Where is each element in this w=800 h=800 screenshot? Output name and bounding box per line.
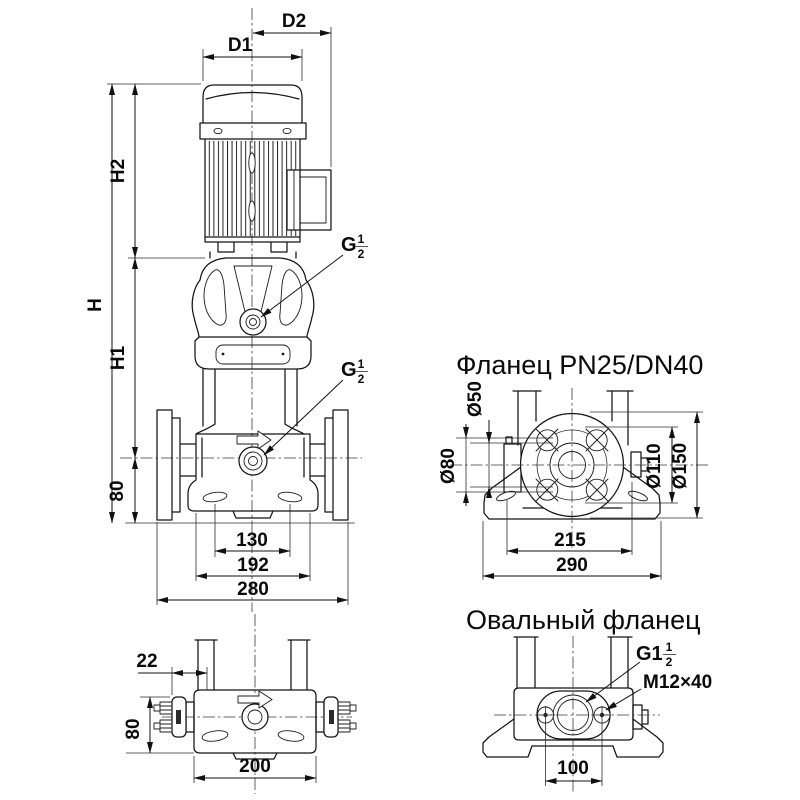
thread-fraction-den: 2 bbox=[358, 372, 365, 386]
foot-slot bbox=[201, 730, 229, 742]
dim-label-280: 280 bbox=[237, 579, 269, 600]
column-silhouette-bottom bbox=[194, 639, 311, 691]
vent-slot bbox=[248, 152, 256, 174]
drain-port-bottom-inner bbox=[247, 709, 263, 725]
dim-label-d110: Ø110 bbox=[644, 443, 665, 488]
hex-nuts-right bbox=[337, 701, 357, 733]
gauge-port-plug-core bbox=[249, 318, 257, 326]
dim-label-22: 22 bbox=[136, 651, 157, 672]
dim-label-d50: Ø50 bbox=[465, 381, 486, 417]
dim-label-200: 200 bbox=[239, 756, 271, 777]
stage-column bbox=[202, 368, 298, 427]
base-block-oval bbox=[513, 687, 634, 741]
hex-nuts-left bbox=[153, 701, 173, 733]
oval-flange-left-slot bbox=[176, 710, 181, 724]
dim-label-100: 100 bbox=[557, 758, 589, 779]
dim-label-80-bottom: 80 bbox=[123, 718, 144, 739]
drain-boss-side bbox=[632, 704, 649, 730]
nameplate-rivet bbox=[281, 352, 285, 356]
thread-label-g-half-top: G 1 2 bbox=[341, 232, 368, 261]
bolt-hole-crosses bbox=[535, 428, 609, 502]
pump-head-outline bbox=[191, 257, 315, 370]
leader-line-bolt bbox=[605, 688, 642, 711]
dim-label-215: 215 bbox=[554, 530, 586, 551]
foot-slot bbox=[277, 491, 303, 503]
dim-label-192: 192 bbox=[237, 555, 269, 576]
oval-flange-view: Овальный фланец G1 1 2 M12×40 100 bbox=[466, 605, 712, 794]
dim-label-h1: H1 bbox=[108, 345, 129, 370]
base-outline bbox=[187, 423, 319, 519]
leader-line-drain-port bbox=[263, 379, 344, 456]
dim-label-d80: Ø80 bbox=[438, 448, 459, 484]
bolt-label-m12: M12×40 bbox=[643, 672, 712, 693]
thread-fraction-den: 2 bbox=[358, 247, 365, 261]
view-title-oval: Овальный фланец bbox=[466, 605, 701, 635]
thread-label-g1-half: G1 1 2 bbox=[636, 640, 676, 669]
dim-label-h: H bbox=[85, 298, 106, 312]
column-silhouette-oval bbox=[513, 636, 633, 689]
drain-port-plug bbox=[238, 446, 268, 476]
motor-flange-hole bbox=[213, 127, 223, 135]
foot-slot bbox=[628, 490, 648, 502]
centerlines bbox=[120, 8, 362, 612]
dim-label-290: 290 bbox=[556, 555, 588, 576]
terminal-box bbox=[286, 169, 332, 231]
leader-line-gauge-port bbox=[260, 254, 344, 318]
dim-label-130: 130 bbox=[236, 530, 268, 551]
gauge-port-plug bbox=[239, 308, 267, 336]
vent-slot bbox=[248, 200, 256, 222]
flow-arrow-icon bbox=[237, 690, 273, 709]
dim-label-d2: D2 bbox=[282, 11, 306, 32]
oval-flange-right-slot bbox=[329, 710, 334, 724]
flange-centerlines bbox=[450, 388, 708, 548]
thread-prefix: G1 bbox=[636, 643, 663, 665]
bottom-extension-lines bbox=[126, 667, 317, 783]
thread-prefix: G bbox=[341, 359, 357, 381]
leader-line-thread bbox=[585, 661, 641, 703]
flange-view: Фланец PN25/DN40 Ø50 Ø80 Ø110 Ø150 215 2… bbox=[438, 350, 708, 580]
bottom-view: 22 80 200 bbox=[123, 614, 357, 794]
dim-label-d150: Ø150 bbox=[670, 443, 691, 489]
oval-extension-lines bbox=[545, 724, 603, 786]
oval-centerlines bbox=[494, 636, 660, 794]
nameplate bbox=[215, 344, 291, 365]
motor-flange-hole bbox=[282, 127, 292, 135]
thread-prefix: G bbox=[341, 234, 357, 256]
flange-extension-lines bbox=[456, 411, 703, 580]
thread-fraction-den: 2 bbox=[666, 655, 673, 669]
foot-slot bbox=[277, 730, 305, 742]
drain-port-bottom bbox=[241, 703, 269, 731]
base-block-bottom bbox=[193, 689, 317, 760]
thread-fraction-num: 1 bbox=[358, 357, 365, 371]
nameplate-rivet bbox=[221, 352, 225, 356]
drain-port-plug-core bbox=[248, 456, 258, 466]
foot-slot bbox=[496, 490, 516, 502]
thread-fraction-num: 1 bbox=[358, 232, 365, 246]
motor-outline bbox=[199, 84, 307, 259]
view-title-flange: Фланец PN25/DN40 bbox=[456, 350, 703, 380]
dim-label-d1: D1 bbox=[228, 35, 253, 56]
drain-port-plug-inner bbox=[243, 451, 263, 471]
thread-fraction-num: 1 bbox=[666, 640, 673, 654]
oval-flange-outline bbox=[536, 690, 611, 740]
thread-label-g-half-drain: G 1 2 bbox=[341, 357, 368, 386]
dim-label-h2: H2 bbox=[108, 159, 129, 183]
base-plate-oval bbox=[482, 718, 664, 758]
pipe-flanges bbox=[156, 409, 349, 521]
gauge-port-plug-inner bbox=[245, 314, 261, 330]
foot-slot bbox=[202, 491, 228, 503]
extension-lines bbox=[107, 27, 355, 605]
dim-label-80-front: 80 bbox=[107, 480, 128, 501]
front-view: D1 D2 H H2 H1 80 130 192 280 G 1 2 G 1 2 bbox=[85, 8, 368, 612]
flow-arrow-icon bbox=[236, 430, 272, 450]
